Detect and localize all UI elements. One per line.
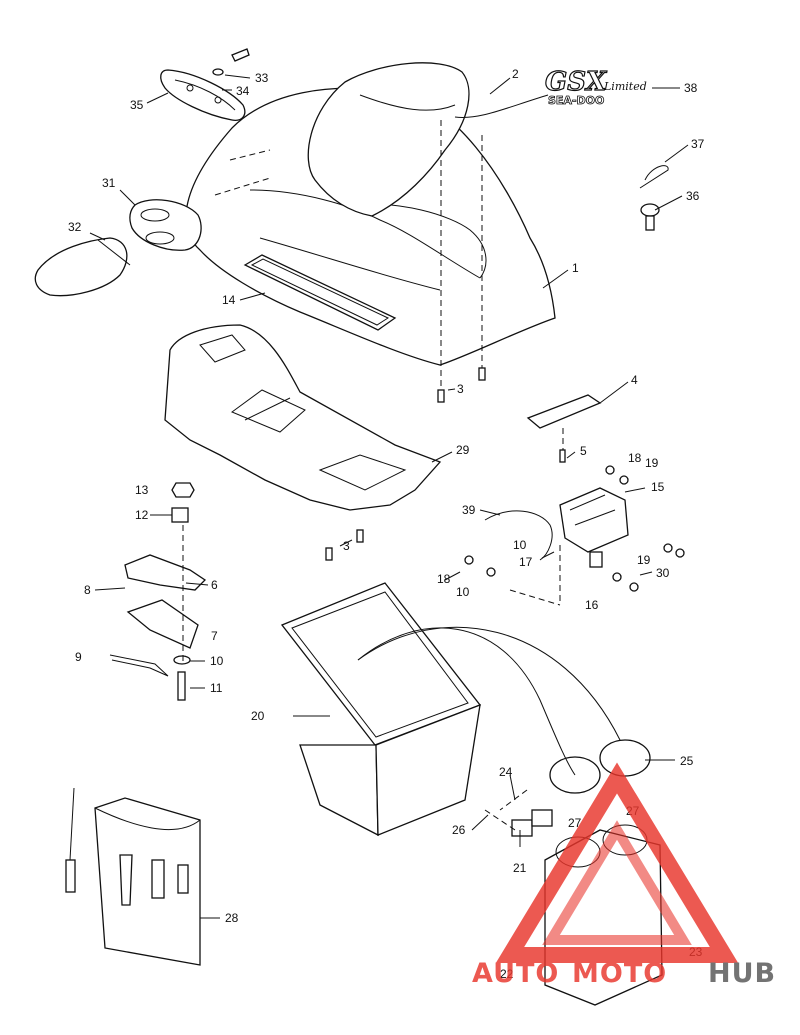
callout-9: 9 [75, 650, 82, 664]
callout-3a: 3 [457, 382, 464, 396]
callout-7: 7 [211, 629, 218, 643]
decal-38: GSX Limited SEA-DOO [544, 66, 647, 107]
callout-30: 30 [656, 566, 670, 580]
decal-logo: GSX [545, 67, 608, 97]
callout-29: 29 [456, 443, 470, 457]
watermark-hub: HUB [708, 958, 776, 989]
decal-script: Limited [603, 80, 647, 93]
callout-17: 17 [519, 555, 533, 569]
lid-arc [357, 627, 576, 776]
callout-4: 4 [631, 373, 638, 387]
watermark-auto: AUTO [472, 958, 559, 989]
cover-32 [34, 237, 131, 297]
callout-1: 1 [572, 261, 579, 275]
strap-9 [109, 654, 169, 677]
wire-39 [484, 510, 553, 561]
callout-27a: 27 [568, 816, 582, 830]
clip-12 [171, 507, 189, 523]
tie-37 [639, 165, 669, 189]
callout-33: 33 [255, 71, 269, 85]
clip-21b [531, 809, 553, 827]
seat-cushion [307, 62, 470, 217]
callout-34: 34 [236, 84, 250, 98]
callout-18a: 18 [628, 451, 642, 465]
screw-11 [177, 671, 186, 701]
tray-29 [164, 324, 442, 511]
callout-19a: 19 [645, 456, 659, 470]
callout-5: 5 [580, 444, 587, 458]
nut-13 [171, 482, 195, 498]
callout-6: 6 [211, 578, 218, 592]
lid-arc-2 [357, 626, 621, 741]
callout-2: 2 [512, 67, 519, 81]
callout-15: 15 [651, 480, 665, 494]
washer-10 [173, 655, 191, 665]
callout-31: 31 [102, 176, 116, 190]
leaders [89, 74, 689, 919]
plate-7 [126, 599, 199, 649]
screw-36 [640, 203, 660, 231]
callout-38: 38 [684, 81, 698, 95]
callout-26: 26 [452, 823, 466, 837]
callout-12: 12 [135, 508, 149, 522]
callout-35: 35 [130, 98, 144, 112]
callout-14: 14 [222, 293, 236, 307]
callout-11: 11 [210, 681, 223, 695]
callout-10a: 10 [210, 654, 224, 668]
callout-39: 39 [462, 503, 476, 517]
watermark: AUTO MOTO HUB [472, 762, 776, 989]
watermark-moto: MOTO [572, 958, 667, 989]
fuse-box-15 [559, 487, 629, 568]
callout-21: 21 [513, 861, 527, 875]
callout-37: 37 [691, 137, 705, 151]
storage-bin-20 [280, 582, 482, 837]
watermark-triangle-icon [495, 762, 739, 963]
callout-16: 16 [585, 598, 599, 612]
handle-35 [160, 69, 246, 121]
tool-kit-28 [65, 787, 201, 966]
callout-18b: 18 [437, 572, 451, 586]
callout-25: 25 [680, 754, 694, 768]
callout-22: 22 [500, 967, 514, 981]
handle-31 [129, 199, 202, 251]
hardware [212, 48, 685, 592]
gasket-14 [243, 254, 397, 331]
callout-13: 13 [135, 483, 149, 497]
callout-36: 36 [686, 189, 700, 203]
decal-brand: SEA-DOO [548, 94, 604, 107]
callout-10c: 10 [456, 585, 470, 599]
callout-20: 20 [251, 709, 265, 723]
plate-8 [124, 554, 207, 591]
seat-body [185, 87, 556, 366]
bracket-4 [526, 394, 602, 429]
callout-32: 32 [68, 220, 82, 234]
callout-3b: 3 [343, 539, 350, 553]
callout-24: 24 [499, 765, 513, 779]
callout-19b: 19 [637, 553, 651, 567]
callout-10b: 10 [513, 538, 527, 552]
callout-8: 8 [84, 583, 91, 597]
clip-21a [511, 819, 533, 837]
callout-28: 28 [225, 911, 239, 925]
